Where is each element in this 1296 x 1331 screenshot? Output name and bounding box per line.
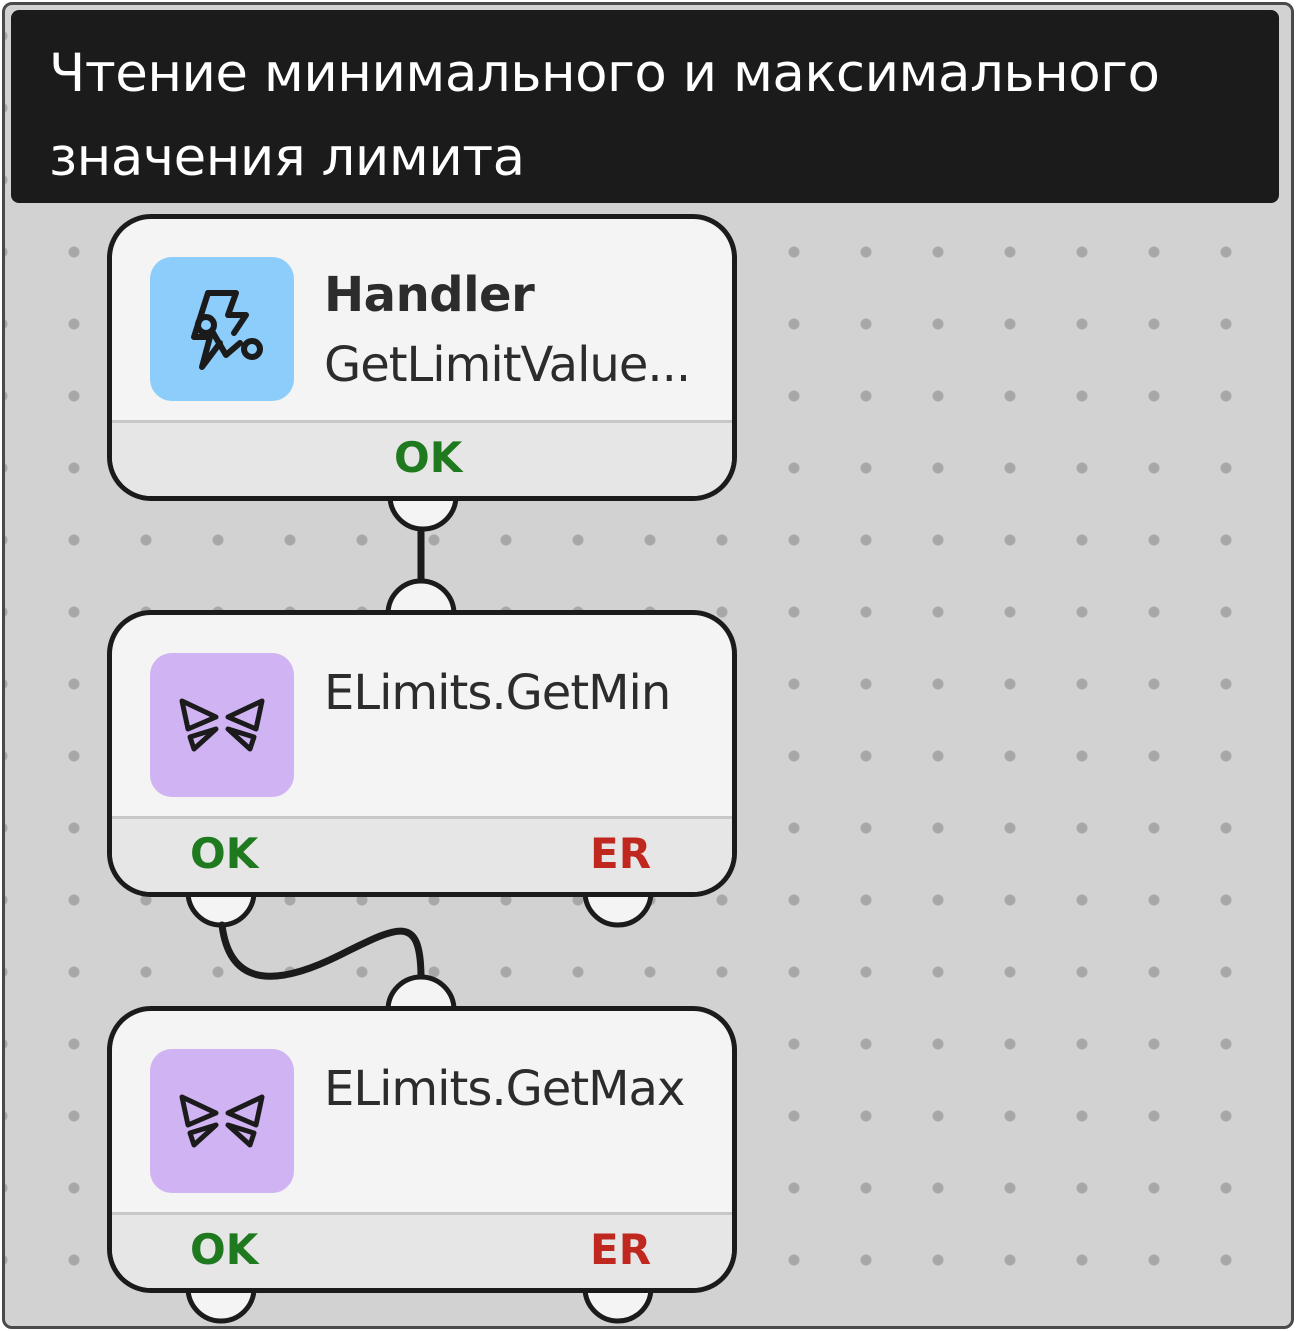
butterfly-icon [179, 698, 265, 752]
node-footer: OK ER [112, 1212, 732, 1288]
node-name: ELimits.GetMin [324, 665, 671, 721]
getmin-er-output-socket [582, 889, 654, 928]
node-footer: OK ER [112, 816, 732, 892]
getmax-er-output-socket [582, 1285, 654, 1324]
group-header[interactable]: Чтение минимального и максимального знач… [11, 10, 1279, 203]
ok-port-label[interactable]: OK [394, 433, 463, 482]
wire-getmin-to-getmax [218, 921, 425, 980]
group-title: Чтение минимального и максимального знач… [49, 43, 1160, 188]
er-port-label[interactable]: ER [590, 829, 652, 878]
node-type-label: Handler [324, 267, 535, 323]
node-footer: OK [112, 420, 732, 496]
entity-icon-tile [150, 653, 294, 797]
entity-icon-tile [150, 1049, 294, 1193]
handler-node[interactable]: Handler GetLimitValue... OK [107, 214, 737, 501]
handler-bolt-icon [191, 290, 263, 370]
getmax-ok-output-socket [185, 1285, 257, 1324]
node-name: ELimits.GetMax [324, 1061, 685, 1117]
ok-port-label[interactable]: OK [190, 829, 259, 878]
handler-ok-output-socket [387, 493, 459, 532]
ok-port-label[interactable]: OK [190, 1225, 259, 1274]
butterfly-icon [179, 1094, 265, 1148]
getmax-node[interactable]: ELimits.GetMax OK ER [107, 1006, 737, 1293]
er-port-label[interactable]: ER [590, 1225, 652, 1274]
getmin-node[interactable]: ELimits.GetMin OK ER [107, 610, 737, 897]
node-name: GetLimitValue... [324, 337, 691, 393]
handler-icon-tile [150, 257, 294, 401]
